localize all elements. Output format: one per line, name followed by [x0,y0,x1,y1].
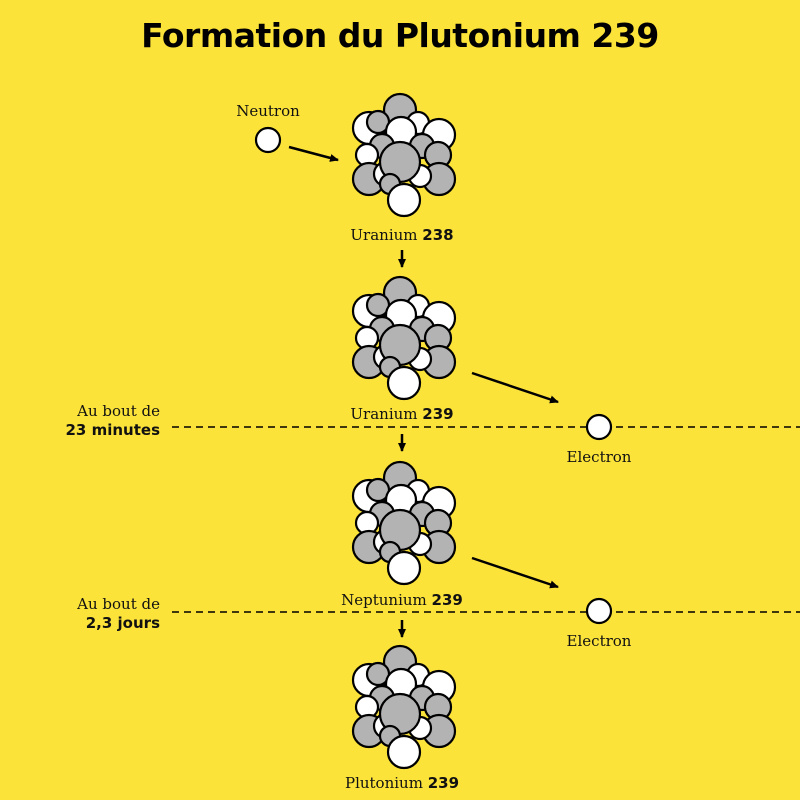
neutron-label: Neutron [236,102,300,120]
time-label-1: Au bout de 23 minutes [66,402,161,440]
electron-arrow-2 [471,556,559,589]
electron-arrow-1 [471,371,559,404]
stage-label-3: Neptunium 239 [341,591,463,609]
nucleus-uranium-238 [351,92,457,218]
electron-label-1: Electron [566,448,632,466]
diagram-title: Formation du Plutonium 239 [141,16,659,55]
neutron-arrow [288,145,339,162]
electron-particle-2 [585,597,613,625]
neutron-particle [254,126,282,154]
stage-label-4: Plutonium 239 [344,774,460,792]
time-label-2: Au bout de 2,3 jours [77,595,160,633]
time-prefix-1: Au bout de [77,402,160,420]
nucleus-uranium-239 [351,275,457,401]
nucleus-neptunium-239 [351,460,457,586]
time-value-1: 23 minutes [65,421,161,439]
time-prefix-2: Au bout de [77,595,160,613]
nucleus-plutonium-239 [351,644,457,770]
electron-particle-1 [585,413,613,441]
stage-label-1: Uranium 238 [350,226,454,244]
stage-label-2: Uranium 239 [350,405,454,423]
electron-label-2: Electron [566,632,632,650]
time-value-2: 2,3 jours [85,614,160,632]
